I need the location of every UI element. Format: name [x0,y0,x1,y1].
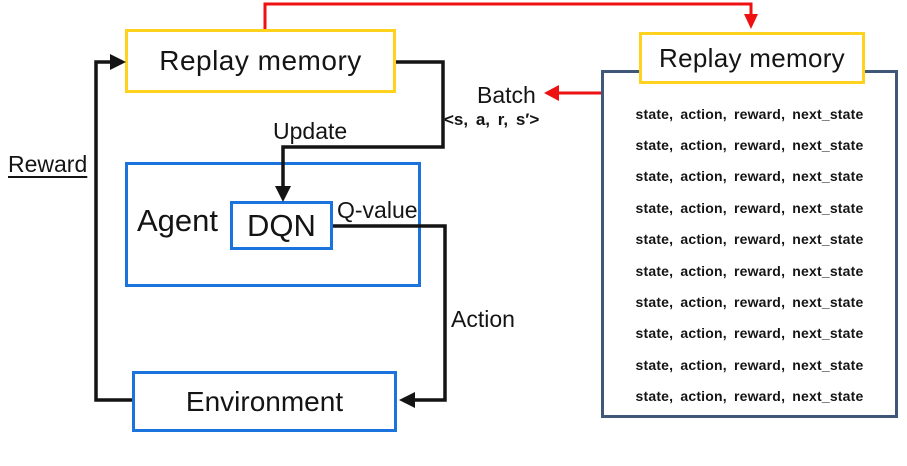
store-wire [263,2,753,29]
agent-label: Agent [137,203,219,238]
action-label: Action [451,306,515,332]
memory-row: state, action, reward, next_state [635,231,864,248]
dqn-box: DQN [230,201,333,250]
batch-label: Batch [477,82,536,108]
memory-row: state, action, reward, next_state [635,105,864,122]
batch-arrowhead-icon [544,85,559,101]
memory-buffer-box [601,70,898,418]
replay-memory-box-right: Replay memory [639,32,865,84]
environment-box: Environment [132,371,397,432]
reward-label: Reward [8,151,88,177]
qvalue-label: Q-value [337,197,418,223]
replay-memory-label-right: Replay memory [659,42,845,73]
update-label: Update [273,118,348,144]
reward-arrowhead-icon [110,54,126,70]
replay-memory-box-left: Replay memory [125,29,396,93]
memory-row: state, action, reward, next_state [635,356,864,373]
memory-rows: state, action, reward, next_state state, … [604,73,895,415]
batch-tuple-label: <s, a, r, s′> [444,110,540,129]
memory-row: state, action, reward, next_state [635,388,864,405]
store-arrowhead-icon [744,14,758,29]
memory-row: state, action, reward, next_state [635,325,864,342]
memory-row: state, action, reward, next_state [635,199,864,216]
replay-memory-label-left: Replay memory [159,45,362,76]
memory-row: state, action, reward, next_state [635,137,864,154]
action-arrowhead-icon [399,392,415,408]
memory-row: state, action, reward, next_state [635,262,864,279]
memory-row: state, action, reward, next_state [635,168,864,185]
environment-label: Environment [185,385,344,417]
dqn-label: DQN [247,207,316,243]
memory-row: state, action, reward, next_state [635,294,864,311]
